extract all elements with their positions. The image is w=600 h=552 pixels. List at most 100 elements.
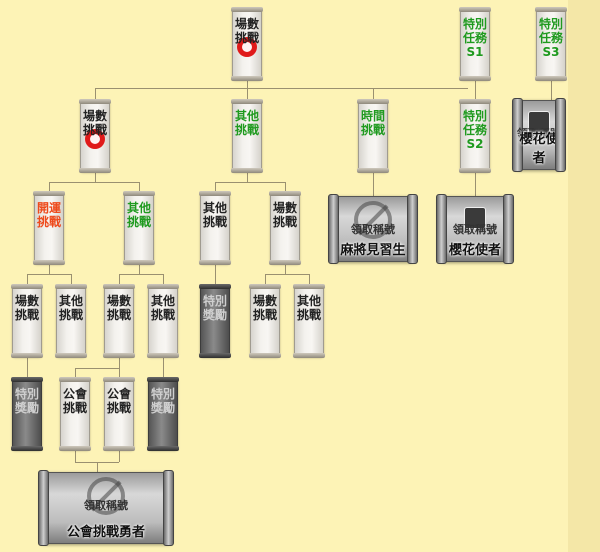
achievement-scroll-l4g[interactable]: 其他挑戰 (293, 284, 325, 358)
achievement-label: 場數挑戰 (234, 17, 259, 45)
connector-line (119, 357, 120, 368)
connector-line (163, 274, 164, 285)
achievement-scroll-l4a[interactable]: 場數挑戰 (11, 284, 43, 358)
achievement-label: 特別獎勵 (150, 387, 175, 415)
connector-line (475, 172, 476, 196)
achievement-scroll-sp3[interactable]: 特別任務S3 (535, 7, 567, 81)
achievement-label: 場數挑戰 (106, 294, 131, 322)
achievement-label: 其他挑戰 (234, 109, 259, 137)
achievement-scroll-l4e[interactable]: 特別獎勵 (199, 284, 231, 358)
reward-scroll-rw3[interactable]: 領取稱號櫻花使者 (436, 194, 514, 264)
right-margin-strip (568, 0, 600, 552)
connector-line (247, 172, 248, 182)
achievement-label: 開運挑戰 (36, 201, 61, 229)
connector-line (265, 274, 309, 275)
achievement-label: 場數挑戰 (14, 294, 39, 322)
connector-line (373, 88, 374, 100)
connector-line (139, 264, 140, 274)
achievement-scroll-l3a[interactable]: 開運挑戰 (33, 191, 65, 265)
connector-line (71, 274, 72, 285)
reward-condition: 領取稱號 (453, 223, 497, 236)
connector-line (75, 368, 76, 378)
red-seal-icon (85, 129, 105, 149)
achievement-scroll-l3c[interactable]: 其他挑戰 (199, 191, 231, 265)
achievement-scroll-l4b[interactable]: 其他挑戰 (55, 284, 87, 358)
achievement-scroll-l5b[interactable]: 公會挑戰 (59, 377, 91, 451)
connector-line (95, 88, 96, 100)
connector-line (309, 274, 310, 285)
achievement-label: 場數挑戰 (252, 294, 277, 322)
connector-line (163, 357, 164, 378)
achievement-label: 特別任務S3 (538, 17, 563, 59)
achievement-scroll-l2b[interactable]: 其他挑戰 (231, 99, 263, 173)
achievement-label: 其他挑戰 (126, 201, 151, 229)
connector-line (215, 182, 216, 192)
achievement-scroll-l2c[interactable]: 時間挑戰 (357, 99, 389, 173)
achievement-label: 其他挑戰 (296, 294, 321, 322)
connector-line (95, 88, 468, 89)
connector-line (27, 274, 71, 275)
achievement-label: 公會挑戰 (106, 387, 131, 415)
title-emblem-icon (464, 207, 486, 229)
locked-icon (87, 477, 125, 515)
reward-scroll-rw2[interactable]: 領取稱號麻將見習生 (328, 194, 418, 264)
connector-line (139, 182, 140, 192)
reward-condition: 領取稱號 (351, 223, 395, 236)
achievement-scroll-l4f[interactable]: 場數挑戰 (249, 284, 281, 358)
achievement-scroll-l5d[interactable]: 特別獎勵 (147, 377, 179, 451)
connector-line (119, 274, 163, 275)
achievement-scroll-l5a[interactable]: 特別獎勵 (11, 377, 43, 451)
connector-line (27, 274, 28, 285)
reward-scroll-rw4[interactable]: 領取稱號公會挑戰勇者 (38, 470, 174, 546)
achievement-scroll-l3b[interactable]: 其他挑戰 (123, 191, 155, 265)
achievement-label: 特別任務S1 (462, 17, 487, 59)
title-emblem-icon (528, 111, 550, 133)
connector-line (215, 264, 216, 285)
connector-line (265, 274, 266, 285)
achievement-label: 特別獎勵 (202, 294, 227, 322)
achievement-scroll-sp1[interactable]: 特別任務S1 (459, 7, 491, 81)
connector-line (75, 450, 76, 462)
connector-line (119, 368, 120, 378)
reward-title: 麻將見習生 (340, 243, 406, 258)
achievement-label: 特別獎勵 (14, 387, 39, 415)
achievement-scroll-l4c[interactable]: 場數挑戰 (103, 284, 135, 358)
reward-scroll-rw1[interactable]: 領取稱號櫻花使者 (512, 98, 566, 172)
reward-condition: 領取稱號 (517, 127, 561, 140)
connector-line (285, 264, 286, 274)
red-seal-icon (237, 37, 257, 57)
connector-line (97, 462, 98, 472)
connector-line (119, 274, 120, 285)
achievement-scroll-l4d[interactable]: 其他挑戰 (147, 284, 179, 358)
achievement-label: 其他挑戰 (150, 294, 175, 322)
reward-condition: 領取稱號 (84, 499, 128, 512)
achievement-scroll-root[interactable]: 場數挑戰 (231, 7, 263, 81)
connector-line (215, 182, 285, 183)
connector-line (373, 172, 374, 196)
achievement-label: 公會挑戰 (62, 387, 87, 415)
achievement-label: 時間挑戰 (360, 109, 385, 137)
connector-line (49, 264, 50, 274)
reward-title: 櫻花使者 (519, 132, 559, 166)
connector-line (247, 80, 248, 88)
reward-title: 公會挑戰勇者 (66, 525, 145, 540)
connector-line (285, 182, 286, 192)
achievement-label: 特別任務S2 (462, 109, 487, 151)
connector-line (27, 357, 28, 378)
achievement-label: 其他挑戰 (202, 201, 227, 229)
achievement-label: 場數挑戰 (272, 201, 297, 229)
connector-line (247, 88, 248, 100)
reward-title: 櫻花使者 (448, 243, 501, 258)
connector-line (75, 368, 119, 369)
locked-icon (354, 201, 392, 239)
achievement-scroll-l2a[interactable]: 場數挑戰 (79, 99, 111, 173)
achievement-scroll-sp2[interactable]: 特別任務S2 (459, 99, 491, 173)
achievement-scroll-l5c[interactable]: 公會挑戰 (103, 377, 135, 451)
achievement-scroll-l3d[interactable]: 場數挑戰 (269, 191, 301, 265)
connector-line (475, 80, 476, 100)
achievement-label: 其他挑戰 (58, 294, 83, 322)
connector-line (119, 450, 120, 462)
connector-line (551, 80, 552, 100)
achievement-label: 場數挑戰 (82, 109, 107, 137)
